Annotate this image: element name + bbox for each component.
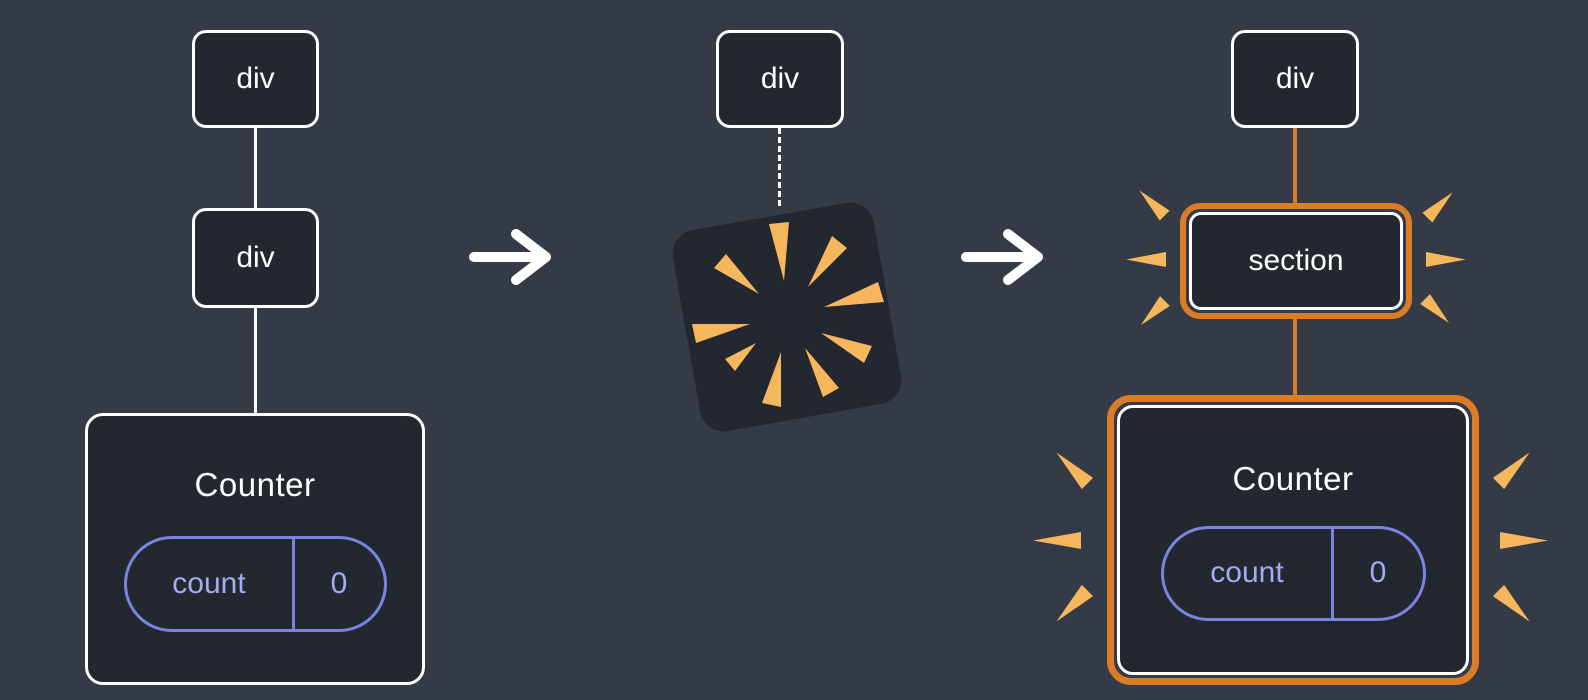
counter-component-highlighted: Counter count 0: [1107, 395, 1479, 685]
tree-node-label: div: [236, 62, 275, 95]
counter-component-before: Counter count 0: [85, 413, 425, 685]
state-value: 0: [291, 539, 384, 629]
spark-icon: [1420, 294, 1454, 328]
counter-component-after: Counter count 0: [1117, 405, 1469, 675]
state-pill: count 0: [123, 536, 387, 632]
tree-node-child-before: div: [192, 208, 319, 308]
spark-icon: [1136, 296, 1170, 330]
spark-icon: [1426, 252, 1466, 267]
section-node-highlighted: section: [1180, 203, 1412, 319]
right-arrow-icon: [961, 229, 1043, 285]
tree-connector-highlight: [1293, 128, 1297, 206]
state-pill: count 0: [1160, 525, 1426, 621]
state-key: count: [1210, 556, 1284, 589]
tree-node-label: div: [760, 62, 800, 95]
spark-icon: [1051, 585, 1093, 627]
component-title: Counter: [194, 466, 316, 503]
spark-icon: [1493, 585, 1535, 627]
component-title: Counter: [1232, 459, 1354, 497]
spark-icon: [1033, 532, 1081, 549]
poof-explosion-icon: [672, 202, 902, 432]
tree-connector-dashed: [778, 128, 781, 206]
tree-node-root-after: div: [1231, 30, 1359, 128]
tree-connector: [254, 308, 257, 413]
spark-icon: [1126, 252, 1166, 267]
right-arrow-icon: [469, 229, 551, 285]
tree-node-root-during: div: [716, 30, 844, 128]
state-key: count: [172, 567, 246, 600]
spark-icon: [1134, 185, 1169, 220]
spark-icon: [1051, 447, 1093, 489]
tree-node-label: div: [1275, 62, 1315, 95]
state-value: 0: [1330, 528, 1423, 618]
tree-connector-highlight: [1293, 317, 1297, 397]
spark-icon: [1493, 447, 1535, 489]
spark-icon: [1500, 532, 1548, 549]
tree-node-label: div: [236, 241, 275, 274]
tree-node-label: section: [1248, 244, 1344, 277]
section-node: section: [1189, 212, 1403, 310]
tree-connector: [254, 128, 257, 208]
spark-icon: [1422, 187, 1457, 222]
tree-node-root-before: div: [192, 30, 319, 128]
